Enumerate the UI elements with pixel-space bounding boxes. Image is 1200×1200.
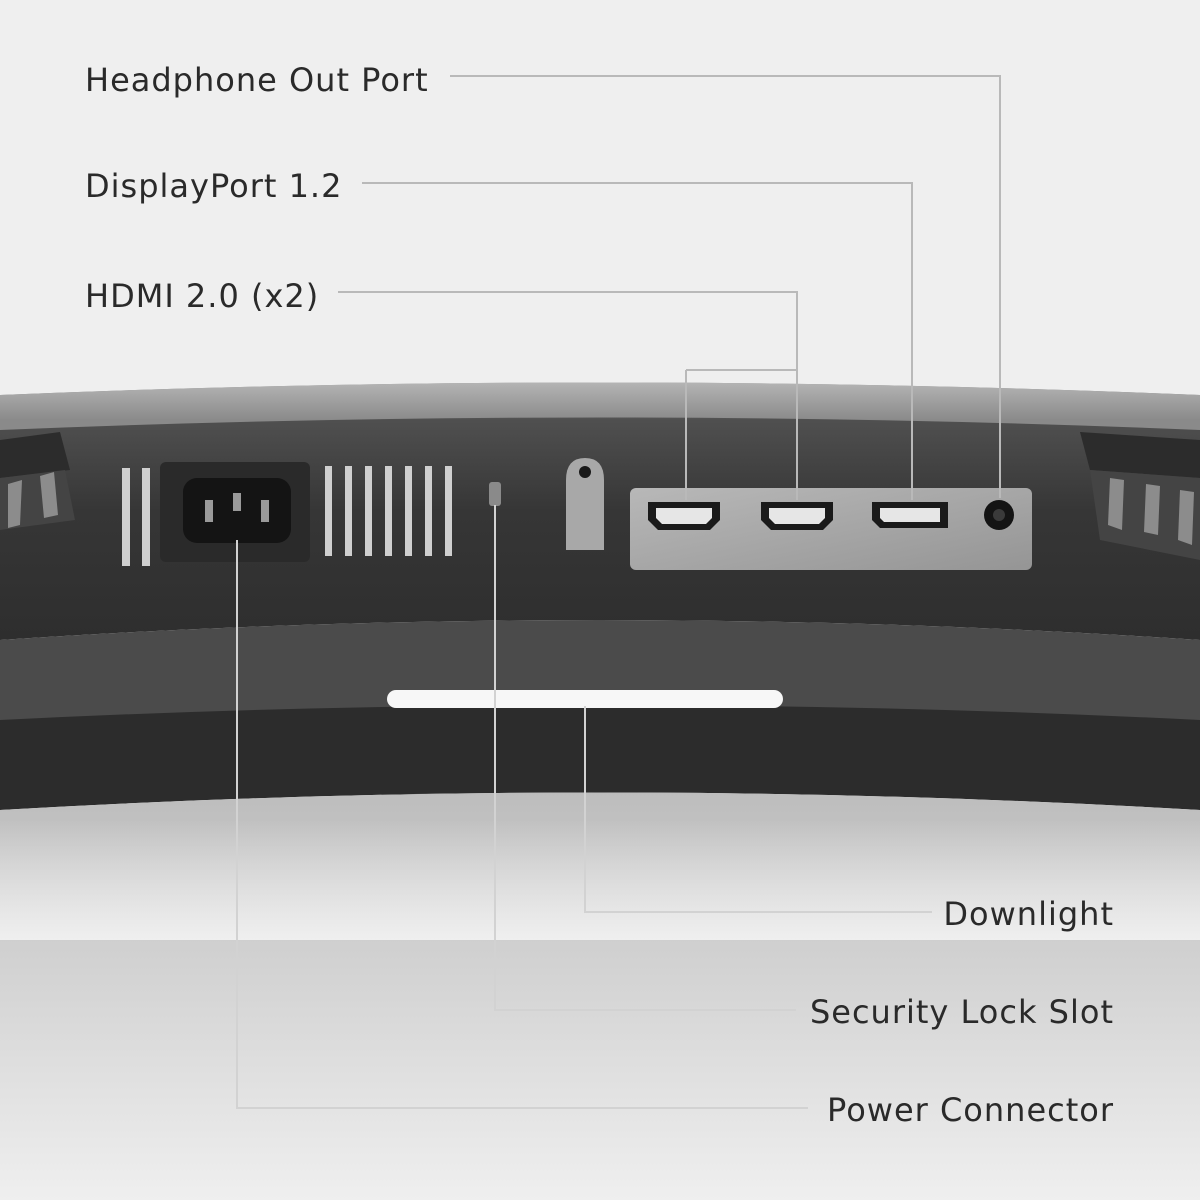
displayport-port bbox=[872, 502, 948, 528]
hdmi-port-1 bbox=[648, 502, 720, 530]
leader-displayport bbox=[362, 182, 913, 500]
downlight-bar bbox=[387, 690, 783, 708]
rear-vent-slits bbox=[122, 466, 452, 566]
leader-security-lock bbox=[494, 505, 796, 1011]
leader-headphone bbox=[450, 75, 1001, 498]
callout-headphone-out-port: Headphone Out Port bbox=[85, 61, 429, 99]
monitor-bezel bbox=[0, 620, 1200, 810]
callout-security-lock-slot: Security Lock Slot bbox=[809, 993, 1114, 1031]
hdmi-port-2 bbox=[761, 502, 833, 530]
right-side-vents bbox=[1080, 432, 1200, 560]
leader-power bbox=[236, 540, 808, 1109]
headphone-jack bbox=[984, 500, 1014, 530]
security-lock-slot bbox=[489, 482, 501, 506]
power-connector-port bbox=[160, 462, 310, 562]
leader-downlight bbox=[584, 706, 932, 913]
leader-lines bbox=[236, 75, 1001, 1109]
io-port-plate bbox=[630, 488, 1032, 570]
leader-hdmi bbox=[338, 291, 798, 500]
mount-tab bbox=[566, 458, 604, 550]
callout-downlight: Downlight bbox=[943, 895, 1114, 933]
callout-power-connector: Power Connector bbox=[827, 1091, 1114, 1129]
callout-hdmi: HDMI 2.0 (x2) bbox=[85, 277, 320, 315]
left-side-vents bbox=[0, 432, 75, 530]
callout-displayport: DisplayPort 1.2 bbox=[85, 167, 343, 205]
